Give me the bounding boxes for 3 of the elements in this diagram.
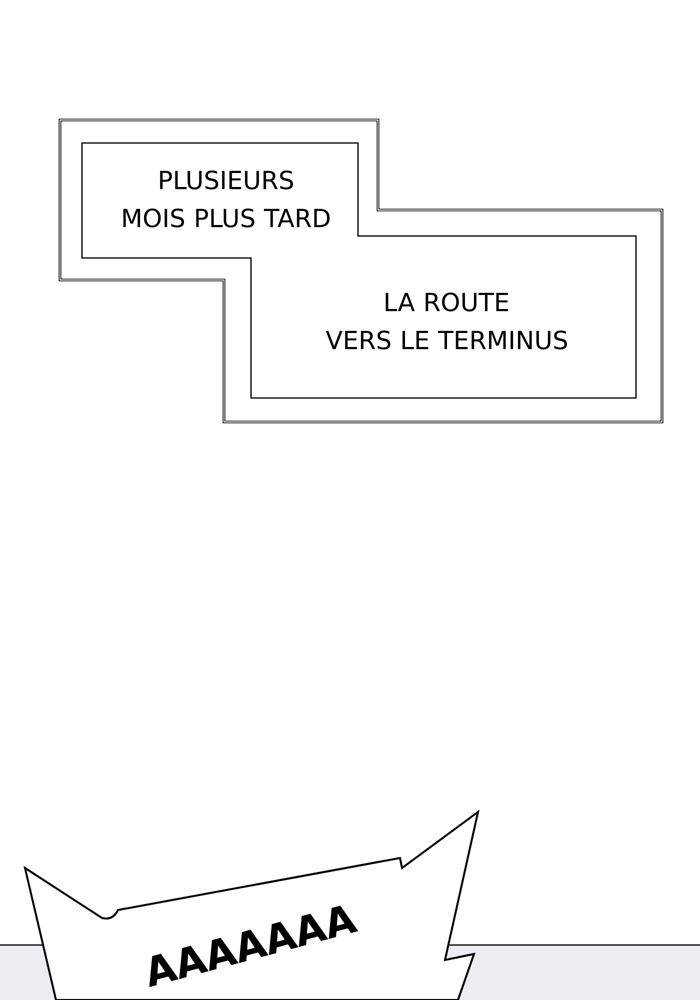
caption-text: PLUSIEURS MOIS PLUS TARD	[123, 170, 330, 228]
caption-box	[58, 118, 664, 424]
caption-text: LA ROUTE VERS LE TERMINUS	[326, 292, 567, 350]
